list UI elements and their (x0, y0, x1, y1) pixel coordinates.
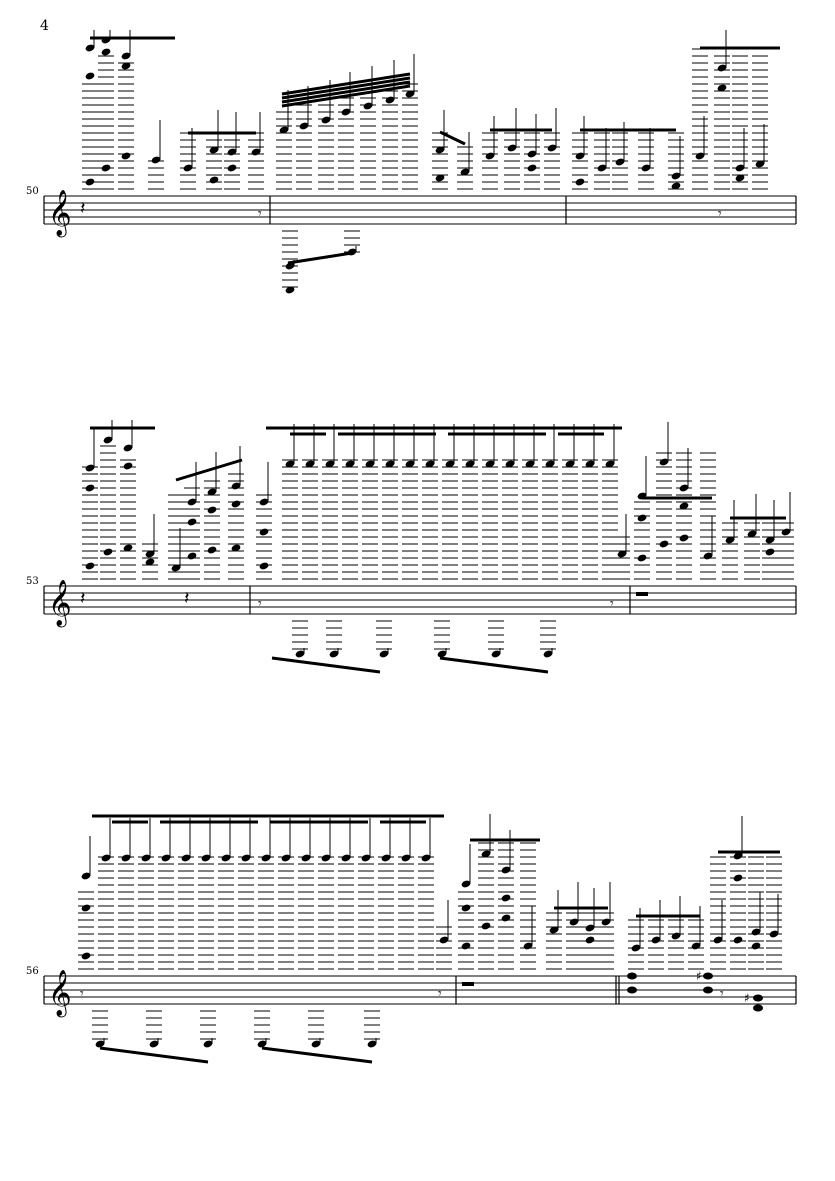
beams (92, 814, 780, 1064)
note-heads (85, 36, 765, 294)
measure-number: 53 (26, 576, 39, 587)
stems (93, 420, 791, 654)
svg-text:♯: ♯ (696, 969, 702, 983)
ledger-lines (82, 445, 794, 650)
barlines (43, 196, 797, 224)
svg-text:𝄾: 𝄾 (258, 206, 262, 222)
beams (90, 426, 786, 674)
svg-text:𝄽: 𝄽 (80, 588, 86, 609)
note-heads (85, 436, 791, 658)
stems (89, 814, 779, 1044)
music-system: 𝄞 𝄽 𝄽 𝄾 𝄾 (43, 420, 797, 674)
rests: 𝄽 𝄾 𝄾 (80, 198, 722, 222)
svg-text:♯: ♯ (744, 991, 750, 1005)
svg-text:𝄾: 𝄾 (258, 596, 262, 612)
rests: 𝄾 𝄾 𝄾 (80, 982, 724, 1002)
beams (90, 36, 780, 265)
ledger-lines (78, 842, 782, 1040)
treble-clef-icon: 𝄞 (48, 970, 72, 1018)
svg-text:𝄾: 𝄾 (80, 986, 84, 1002)
measure-number: 50 (26, 186, 39, 197)
staff-lines (44, 585, 796, 615)
svg-text:𝄾: 𝄾 (610, 596, 614, 612)
barlines (43, 586, 797, 614)
staff-lines (44, 195, 796, 225)
svg-text:𝄽: 𝄽 (184, 588, 190, 609)
treble-clef-icon: 𝄞 (48, 190, 72, 238)
stems (93, 30, 765, 266)
barlines (43, 976, 797, 1004)
chords-in-staff: ♯ ♯ (627, 969, 763, 1012)
measure-number: 56 (26, 966, 39, 977)
svg-text:𝄽: 𝄽 (80, 198, 86, 219)
music-system: 𝄞 𝄽 𝄾 𝄾 (43, 30, 797, 294)
music-system: 𝄞 𝄾 𝄾 𝄾 ♯ ♯ (43, 814, 797, 1064)
svg-text:𝄾: 𝄾 (720, 986, 724, 1002)
svg-text:𝄾: 𝄾 (718, 206, 722, 222)
page-number: 4 (40, 18, 49, 34)
staff-lines (44, 975, 796, 1005)
treble-clef-icon: 𝄞 (48, 580, 72, 628)
ledger-lines (82, 48, 768, 288)
rests: 𝄽 𝄽 𝄾 𝄾 (80, 588, 648, 612)
svg-text:𝄾: 𝄾 (438, 986, 442, 1002)
note-heads (81, 850, 779, 1048)
